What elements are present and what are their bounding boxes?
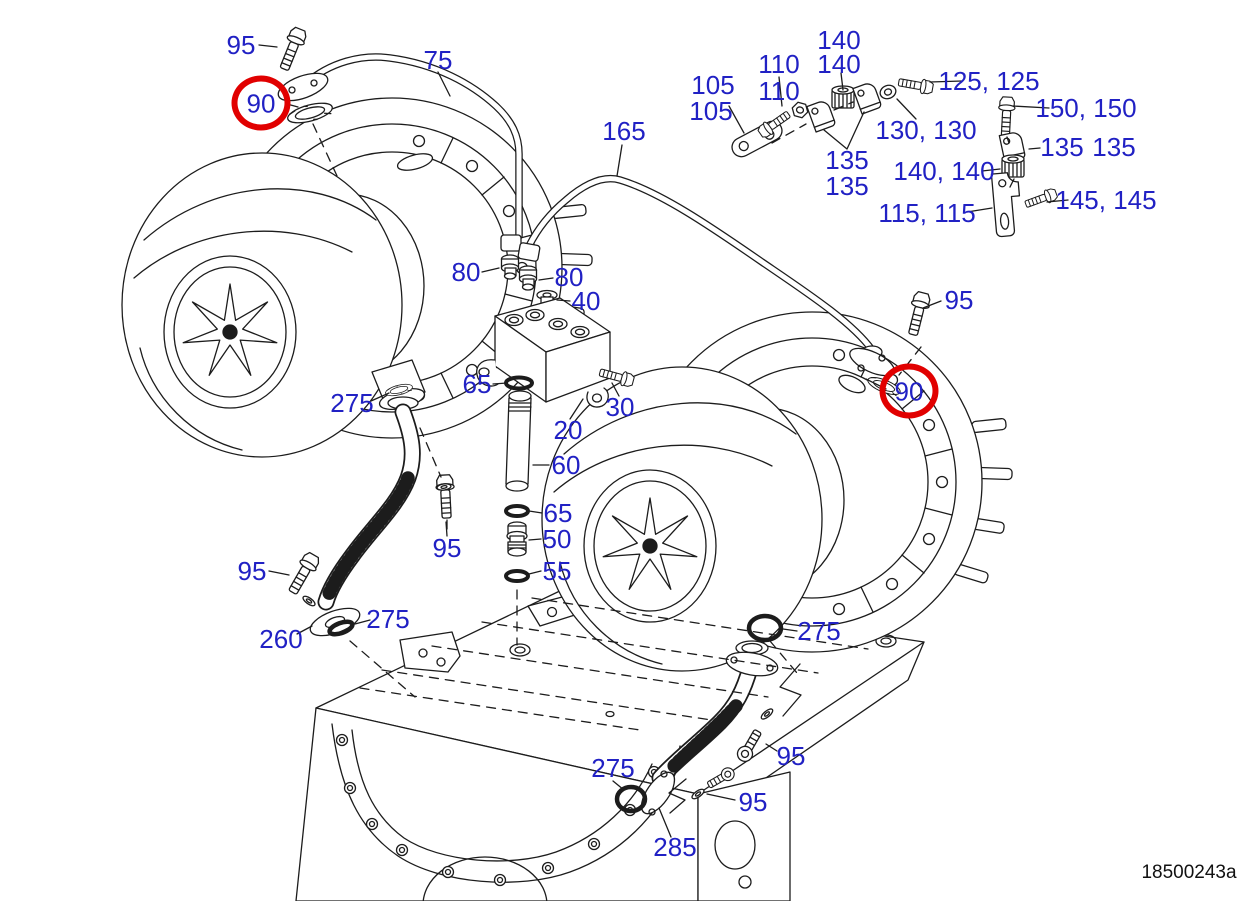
part-callout-110: 110 [758,76,800,106]
part-callout-80: 80 [451,257,481,287]
part-callout-30: 30 [605,392,635,422]
part-callout-275: 275 [366,604,410,634]
part-callout-95: 95 [776,741,806,771]
part-callout-140-140: 140, 140 [893,156,995,186]
part-callout-285: 285 [653,832,697,862]
clamp-hardware-cluster [731,74,1059,238]
part-callout-135: 135 [1092,132,1136,162]
part-callout-95: 95 [944,285,974,315]
part-callout-50: 50 [542,524,572,554]
part-callout-140: 140 [817,49,861,79]
part-callout-140: 140 [817,25,861,55]
part-callout-275: 275 [797,616,841,646]
part-callout-135: 135 [1040,132,1084,162]
figure-id: 18500243a [1141,862,1237,883]
part-callout-110: 110 [758,49,800,79]
highlighted-part-callout-90: 90 [231,75,291,131]
part-callout-95: 95 [432,533,462,563]
highlighted-part-callout-90: 90 [879,363,939,419]
oil-drain-pipe-285 [614,613,802,816]
part-callout-60: 60 [551,450,581,480]
part-callout-130-130: 130, 130 [875,115,977,145]
part-callout-65: 65 [543,498,573,528]
part-callout-65: 65 [462,369,492,399]
part-callout-275: 275 [330,388,374,418]
oil-drain-pipe-260 [284,381,457,637]
part-callout-55: 55 [542,556,572,586]
callout-leader-lines [258,44,1069,838]
o-ring-55 [504,569,530,583]
oil-feed-pipe-165 [517,175,903,399]
o-ring-65-lower [504,504,530,518]
part-callout-115-115: 115, 115 [878,198,976,228]
part-callout-260: 260 [259,624,303,654]
part-callout-20: 20 [553,415,583,445]
part-callout-95: 95 [237,556,267,586]
part-callout-80: 80 [554,262,584,292]
part-callout-135: 135 [825,171,869,201]
connector-manifold-assembly [476,254,636,583]
fitting-50 [506,521,528,557]
right-oil-feed-bolt [903,290,933,338]
part-callout-135: 135 [825,145,869,175]
banjo-fittings-80 [500,254,538,291]
part-callout-105: 105 [691,70,735,100]
part-callout-165: 165 [602,116,646,146]
right-turbocharger-drawing [541,311,1013,672]
part-callout-95: 95 [738,787,768,817]
part-callout-95: 95 [226,30,256,60]
part-callout-145-145: 145, 145 [1055,185,1157,215]
part-callout-125-125: 125, 125 [938,66,1040,96]
part-callout-105: 105 [689,96,733,126]
part-callout-40: 40 [571,286,601,316]
part-callout-275: 275 [591,753,635,783]
part-callout-150-150: 150, 150 [1035,93,1137,123]
oil-tube-60 [505,390,532,492]
part-callout-75: 75 [423,45,453,75]
